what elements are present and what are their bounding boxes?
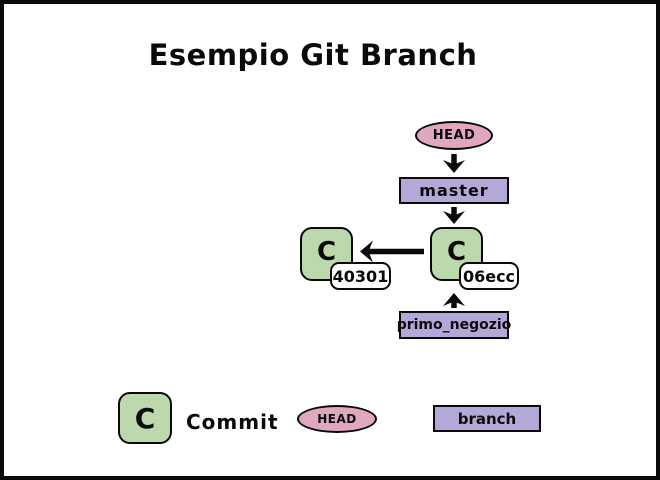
primo-negozio-branch-node: primo_negozio	[397, 311, 511, 339]
commit-node-40301: C	[300, 227, 353, 281]
legend-commit-symbol: C	[118, 392, 172, 444]
commit-letter: C	[316, 237, 337, 267]
legend-commit-label: Commit	[186, 410, 279, 434]
legend-branch-symbol: branch	[433, 405, 541, 432]
commit-id-label-40301: 40301	[330, 262, 391, 290]
master-branch-node: master	[399, 177, 509, 204]
head-pointer-node: HEAD	[415, 121, 493, 150]
commit-id-label-06ecc: 06ecc	[459, 262, 519, 290]
page-title: Esempio Git Branch	[148, 38, 478, 72]
commit-letter: C	[134, 401, 156, 435]
legend-head-symbol: HEAD	[297, 405, 377, 433]
commit-node-06ecc: C	[430, 227, 483, 281]
commit-letter: C	[446, 237, 467, 267]
